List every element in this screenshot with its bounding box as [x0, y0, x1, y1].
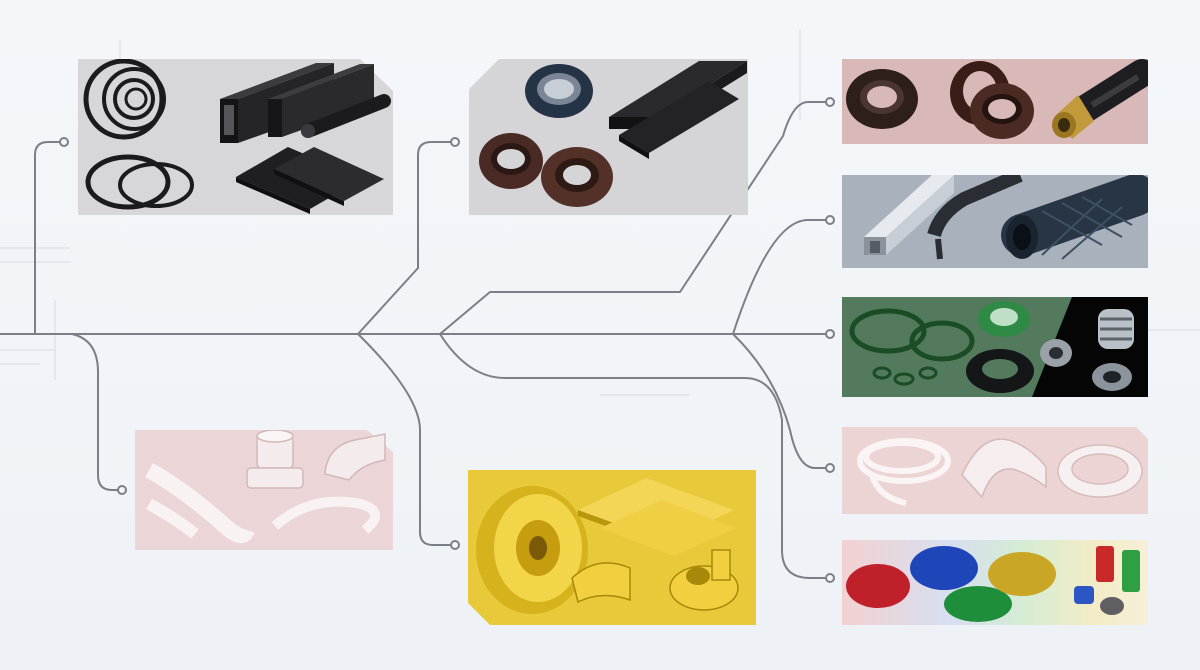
green-seal-icon: [978, 301, 1030, 337]
rubber-sheets-icon: [609, 61, 747, 159]
panel-polyurethane-wheel-parts[interactable]: [468, 470, 756, 625]
panel-fkm-orings-mechanical-seals[interactable]: [842, 297, 1148, 397]
branch-oil-seals-top: [357, 141, 456, 335]
panel-rubber-orings-profiles-sheets[interactable]: [78, 59, 393, 215]
rubber-sheets-icon: [236, 147, 384, 214]
silicone-tube-icon: [145, 463, 255, 544]
oil-seal-icon: [479, 64, 613, 207]
panel-oil-seals-hose-fitting[interactable]: [842, 59, 1148, 144]
branch-right-pellets: [439, 333, 831, 579]
rubber-profile-icon: [927, 175, 1023, 260]
polyurethane-molded-parts-icon: [571, 549, 739, 611]
black-orings-icon: [83, 59, 194, 210]
connector-nodes: [59, 97, 835, 583]
mechanical-seal-icon: [1040, 309, 1134, 391]
branch-right-silicone: [732, 333, 831, 469]
silicone-profile-icon: [324, 433, 386, 481]
node-pellets[interactable]: [825, 573, 835, 583]
branch-right-extrusion: [732, 219, 831, 335]
green-orings-icon: [849, 308, 975, 386]
panel-extrusion-profiles-braided-hose[interactable]: [842, 175, 1148, 268]
node-clear-silicone[interactable]: [825, 463, 835, 473]
polyurethane-wheel-icon: [476, 486, 588, 614]
node-oil-seals-hose[interactable]: [825, 97, 835, 107]
panel-clear-silicone-parts[interactable]: [842, 427, 1148, 514]
branch-rubber-orings: [34, 141, 65, 335]
node-silicone-tubing[interactable]: [117, 485, 127, 495]
branch-polyurethane: [357, 333, 456, 546]
panel-silicone-tubing-parts[interactable]: [135, 430, 393, 550]
oil-seals-icon: [846, 61, 1034, 139]
rubber-channel-profiles-icon: [220, 63, 391, 143]
clear-tubing-icon: [857, 438, 951, 506]
branch-right-top: [439, 101, 831, 335]
node-rubber-orings[interactable]: [59, 137, 69, 147]
black-seal-icon: [966, 349, 1034, 393]
polyurethane-sheets-icon: [578, 478, 736, 556]
branch-silicone-tubing: [71, 333, 123, 491]
node-polyurethane[interactable]: [450, 540, 460, 550]
node-oil-seals-sheets[interactable]: [450, 137, 460, 147]
panel-rubber-oil-seals-sheets[interactable]: [469, 59, 748, 215]
molded-plastic-parts-icon: [1074, 546, 1140, 615]
hose-fitting-icon: [1052, 59, 1148, 139]
clear-clip-icon: [961, 438, 1047, 499]
braided-hose-icon: [1001, 175, 1148, 260]
plastic-pellets-icon: [846, 546, 1056, 622]
silicone-gasket-icon: [271, 496, 380, 534]
node-fkm-mechanical[interactable]: [825, 329, 835, 339]
panel-plastic-pellets-molded-parts[interactable]: [842, 540, 1148, 625]
clear-seal-ring-icon: [1057, 444, 1143, 498]
node-extrusion-hose[interactable]: [825, 215, 835, 225]
silicone-bushing-icon: [246, 430, 304, 489]
aluminum-extrusion-profile-icon: [864, 175, 954, 255]
